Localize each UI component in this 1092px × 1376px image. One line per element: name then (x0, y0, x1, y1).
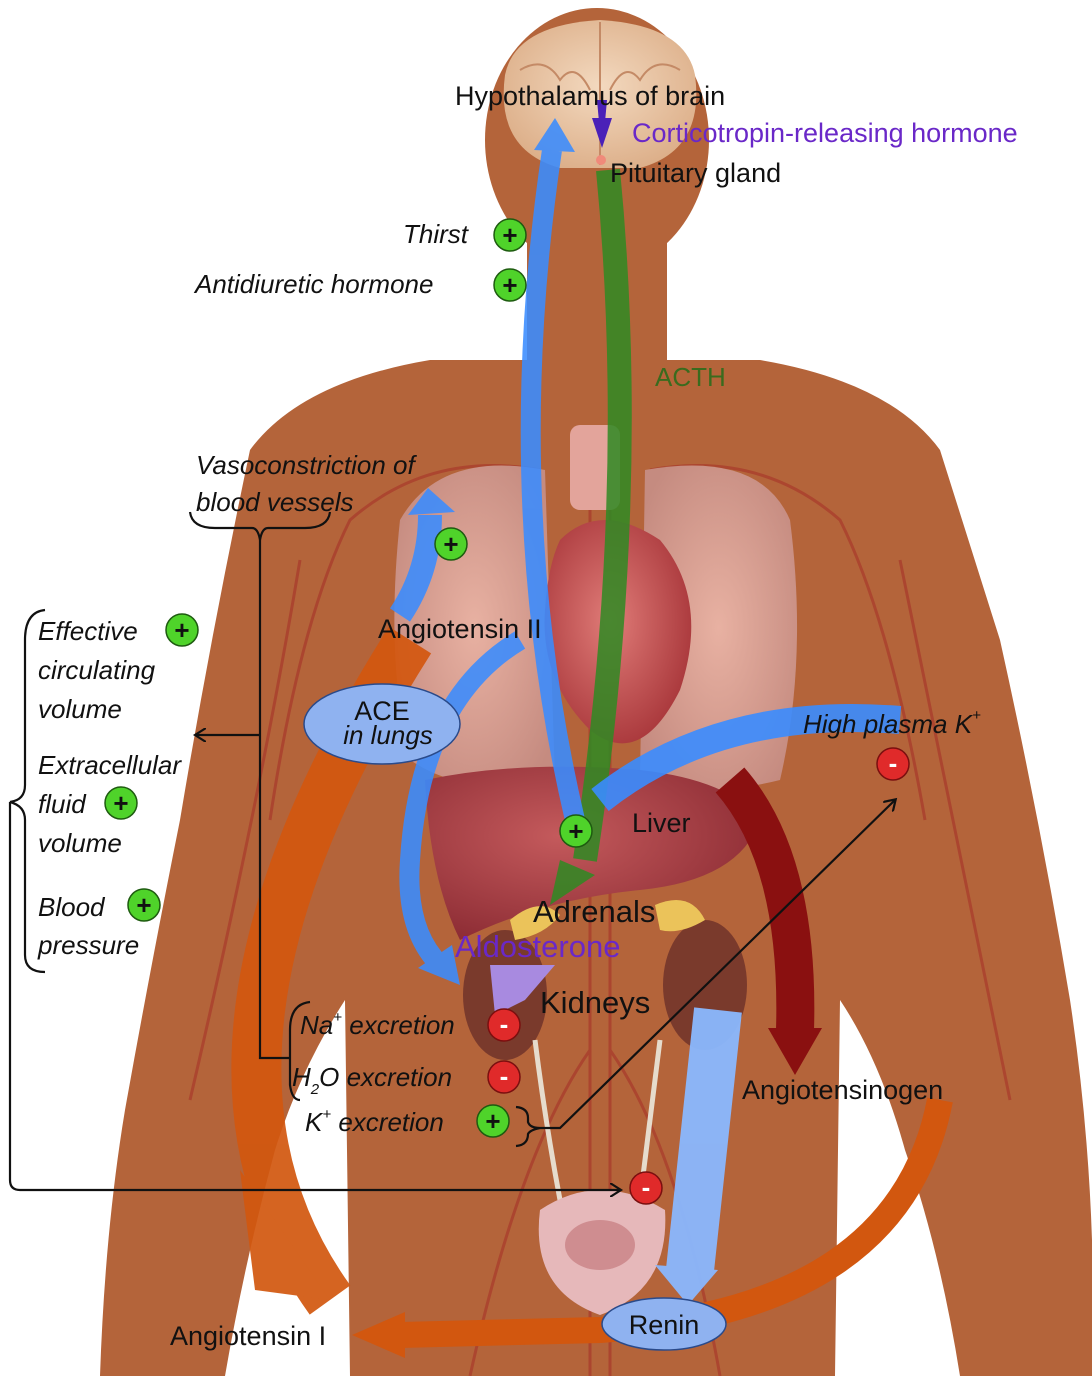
label-angiotensin-1: Angiotensin I (170, 1321, 326, 1351)
badge-liver-plus: + (560, 815, 592, 847)
label-vasoconstriction-2: blood vessels (196, 487, 354, 517)
label-h2o-h: H (292, 1062, 311, 1092)
label-high-k: High plasma K+ (803, 707, 981, 739)
svg-text:+: + (443, 529, 458, 559)
svg-text:-: - (889, 748, 898, 778)
badge-adh-plus: + (494, 269, 526, 301)
label-na-sup: + (333, 1009, 342, 1026)
badge-thirst-plus: + (494, 219, 526, 251)
label-aldosterone: Aldosterone (455, 929, 620, 964)
label-pituitary: Pituitary gland (610, 158, 781, 188)
label-na-main: Na (300, 1010, 333, 1040)
label-ecf-1: Extracellular (38, 750, 182, 780)
svg-text:+: + (502, 220, 517, 250)
label-ecv-1: Effective (38, 616, 138, 646)
badge-ecv-plus: + (166, 614, 198, 646)
label-bp-1: Blood (38, 892, 106, 922)
badge-k-excretion-plus: + (477, 1105, 509, 1137)
label-k-rest: excretion (331, 1107, 444, 1137)
label-ecf-2: fluid (38, 789, 87, 819)
svg-text:+: + (568, 816, 583, 846)
badge-bp-plus: + (128, 889, 160, 921)
label-h2o-rest: O excretion (319, 1062, 452, 1092)
label-thirst: Thirst (403, 219, 470, 249)
label-adh: Antidiuretic hormone (193, 269, 433, 299)
label-high-k-sup: + (972, 707, 981, 724)
label-liver: Liver (632, 808, 691, 838)
label-ecv-3: volume (38, 694, 122, 724)
svg-text:+: + (113, 788, 128, 818)
badge-renin-release-minus: - (630, 1172, 662, 1204)
label-na-rest: excretion (342, 1010, 455, 1040)
svg-text:-: - (500, 1009, 509, 1039)
label-angiotensinogen: Angiotensinogen (742, 1075, 943, 1105)
badge-vasoconstriction-plus: + (435, 528, 467, 560)
badge-high-k-minus: - (877, 748, 909, 780)
label-angiotensin-2: Angiotensin II (378, 614, 542, 644)
label-ecf-3: volume (38, 828, 122, 858)
label-adrenals: Adrenals (533, 894, 655, 929)
label-k-excretion: K+ excretion (305, 1106, 444, 1137)
label-high-k-main: High plasma K (803, 709, 974, 739)
badge-h2o-excretion-minus: - (488, 1061, 520, 1093)
badge-na-excretion-minus: - (488, 1009, 520, 1041)
svg-text:+: + (502, 270, 517, 300)
label-hypothalamus: Hypothalamus of brain (455, 81, 725, 111)
label-ace-2: in lungs (343, 720, 433, 750)
svg-text:+: + (136, 890, 151, 920)
label-vasoconstriction-1: Vasoconstriction of (196, 450, 417, 480)
label-crh: Corticotropin-releasing hormone (632, 118, 1018, 148)
svg-text:+: + (174, 615, 189, 645)
label-k-main: K (305, 1107, 324, 1137)
label-kidneys: Kidneys (540, 985, 650, 1020)
svg-text:+: + (485, 1106, 500, 1136)
label-k-sup: + (322, 1106, 331, 1123)
label-acth: ACTH (655, 362, 726, 392)
svg-text:-: - (500, 1061, 509, 1091)
label-renin: Renin (629, 1310, 700, 1340)
badge-ecf-plus: + (105, 787, 137, 819)
svg-text:-: - (642, 1172, 651, 1202)
pituitary-dot (596, 155, 606, 165)
label-bp-2: pressure (37, 930, 139, 960)
label-ecv-2: circulating (38, 655, 156, 685)
label-na-excretion: Na+ excretion (300, 1009, 455, 1040)
